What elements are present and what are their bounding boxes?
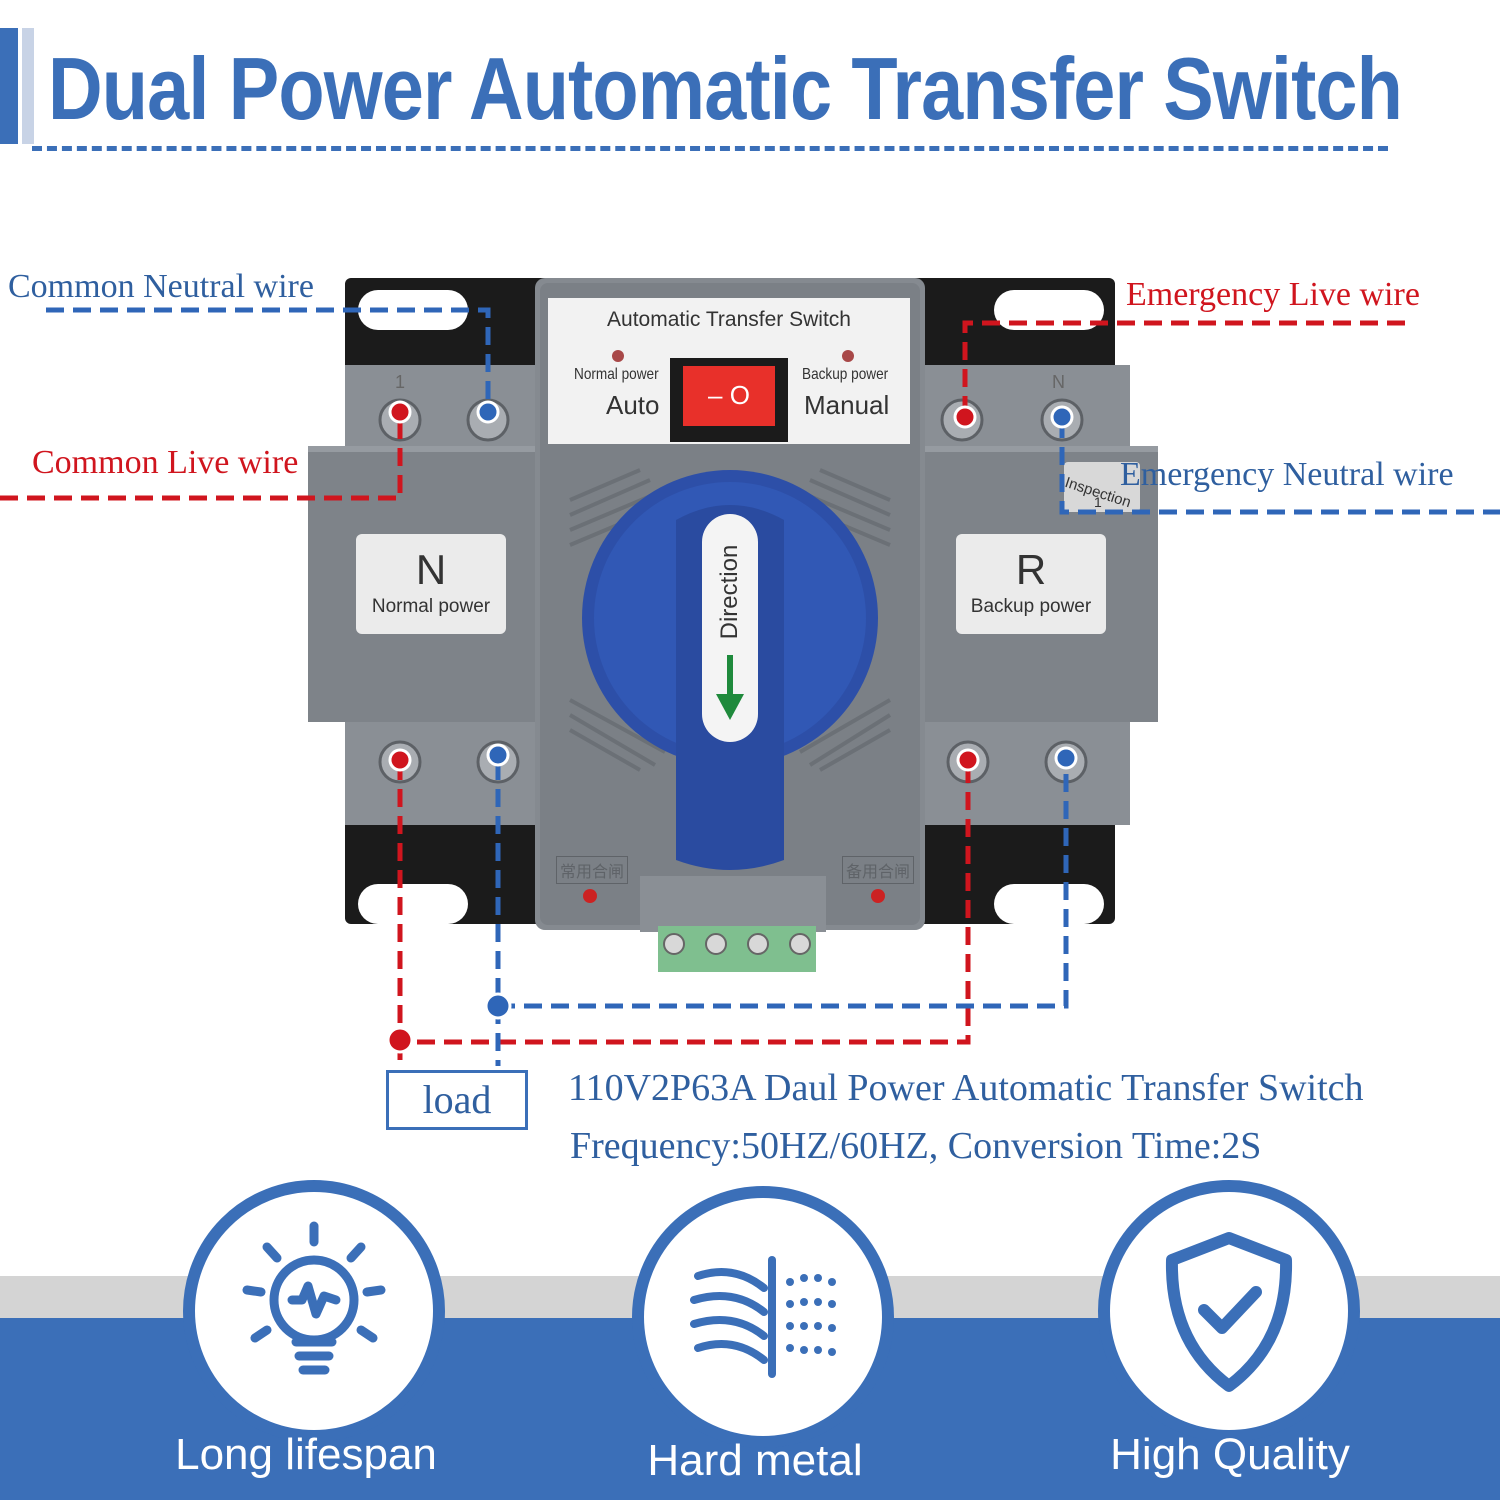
feature-label-lifespan: Long lifespan (175, 1430, 437, 1479)
feature-label-quality: High Quality (1110, 1430, 1350, 1479)
emergency-neutral-label: Emergency Neutral wire (1120, 456, 1454, 493)
title-accent-shadow (22, 28, 34, 144)
auto-label: Auto (606, 390, 660, 420)
right-plate-letter: R (1015, 546, 1047, 593)
plates (356, 534, 1106, 634)
emergency-neutral-wire (1059, 420, 1500, 515)
feature-label-hard-metal: Hard metal (647, 1436, 863, 1485)
left-plate-text: Normal power (371, 596, 491, 617)
common-neutral-wire (46, 307, 491, 412)
common-live-label: Common Live wire (32, 444, 299, 481)
left-plate-letter: N (415, 546, 447, 593)
bottom-indicator-leds (583, 889, 885, 903)
metal-wind-icon (690, 1256, 836, 1378)
right-plate-text: Backup power (970, 596, 1092, 617)
normal-power-small-label: Normal power (574, 366, 659, 383)
emergency-live-wire (962, 320, 1405, 412)
panel-title: Automatic Transfer Switch (607, 308, 851, 331)
title-underline (32, 146, 1388, 151)
shield-check-icon (1165, 1232, 1293, 1392)
emergency-live-label: Emergency Live wire (1126, 276, 1420, 313)
inspection-sticker (1064, 462, 1140, 512)
bottom-right-chinese-label: 备用合闸 (842, 856, 915, 884)
feature-circle-lifespan (183, 1180, 445, 1442)
signal-terminal-block (640, 876, 826, 972)
title-accent-bar (0, 28, 18, 144)
spec-model-line: 110V2P63A Daul Power Automatic Transfer … (568, 1067, 1364, 1109)
handle-direction-text: Direction (716, 544, 743, 640)
rocker-switch-symbols: – O (708, 380, 750, 410)
bottom-left-chinese-label: 常用合闸 (556, 856, 629, 884)
wire-terminal-dots (386, 400, 1078, 1054)
common-neutral-label: Common Neutral wire (8, 268, 314, 305)
mode-rocker-switch (670, 358, 788, 442)
terminal-mark-n: N (1052, 372, 1065, 392)
rotary-handle (582, 470, 878, 870)
backup-power-small-label: Backup power (802, 366, 889, 383)
spec-frequency-line: Frequency:50HZ/60HZ, Conversion Time:2S (570, 1125, 1262, 1167)
load-label: load (386, 1070, 528, 1130)
lightbulb-icon (242, 1221, 386, 1375)
terminal-mark-1: 1 (395, 372, 406, 392)
manual-label: Manual (804, 390, 890, 420)
page-title: Dual Power Automatic Transfer Switch (48, 39, 1403, 138)
feature-circle-hard-metal (632, 1186, 894, 1448)
feature-circle-quality (1098, 1180, 1360, 1442)
inspection-number: 1 (1094, 494, 1102, 510)
